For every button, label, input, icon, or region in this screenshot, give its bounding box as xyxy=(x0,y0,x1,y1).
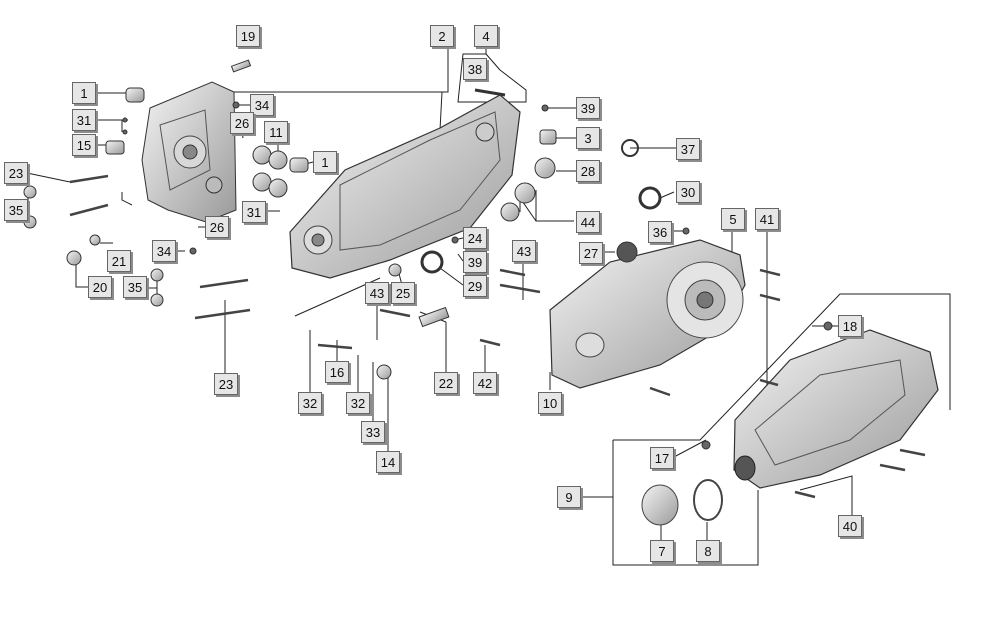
callout-30: 30 xyxy=(676,181,700,203)
callout-40: 40 xyxy=(838,515,862,537)
callout-26-bottom: 26 xyxy=(205,216,229,238)
small-parts xyxy=(23,59,662,380)
callout-8: 8 xyxy=(696,540,720,562)
callout-35-left: 35 xyxy=(4,199,28,221)
callout-37: 37 xyxy=(676,138,700,160)
callout-25: 25 xyxy=(391,282,415,304)
studs-and-bolts xyxy=(69,174,926,499)
callout-27: 27 xyxy=(579,242,603,264)
callout-17: 17 xyxy=(650,447,674,469)
callout-11: 11 xyxy=(264,121,288,143)
callout-26-top: 26 xyxy=(230,112,254,134)
callout-15: 15 xyxy=(72,134,96,156)
callout-39-bottom: 39 xyxy=(463,251,487,273)
callout-31-top: 31 xyxy=(72,109,96,131)
callout-38: 38 xyxy=(463,58,487,80)
callout-1-left: 1 xyxy=(72,82,96,104)
variator-cover xyxy=(549,239,746,389)
outer-cover xyxy=(733,329,939,489)
left-crankcase xyxy=(141,81,237,223)
callout-29: 29 xyxy=(463,275,487,297)
callout-31-bottom: 31 xyxy=(242,201,266,223)
main-crankcase-swingarm xyxy=(289,94,521,279)
callout-14: 14 xyxy=(376,451,400,473)
callout-9: 9 xyxy=(557,486,581,508)
callout-34-bottom: 34 xyxy=(152,240,176,262)
air-duct-and-clamp xyxy=(641,479,723,526)
bolt-heads xyxy=(122,101,833,450)
callout-20: 20 xyxy=(88,276,112,298)
callout-23-bottom: 23 xyxy=(214,373,238,395)
callout-34-top: 34 xyxy=(250,94,274,116)
callout-24: 24 xyxy=(463,227,487,249)
callout-43-right: 43 xyxy=(512,240,536,262)
callout-21: 21 xyxy=(107,250,131,272)
callout-32-left: 32 xyxy=(298,392,322,414)
callout-19: 19 xyxy=(236,25,260,47)
callout-22: 22 xyxy=(434,372,458,394)
callout-5: 5 xyxy=(721,208,745,230)
callout-10: 10 xyxy=(538,392,562,414)
callout-3: 3 xyxy=(576,127,600,149)
callout-33: 33 xyxy=(361,421,385,443)
callout-16: 16 xyxy=(325,361,349,383)
callout-7: 7 xyxy=(650,540,674,562)
callout-4: 4 xyxy=(474,25,498,47)
callout-18: 18 xyxy=(838,315,862,337)
callout-1-right: 1 xyxy=(313,151,337,173)
callout-23-top: 23 xyxy=(4,162,28,184)
callout-2: 2 xyxy=(430,25,454,47)
callout-44: 44 xyxy=(576,211,600,233)
callout-39-top: 39 xyxy=(576,97,600,119)
callout-32-right: 32 xyxy=(346,392,370,414)
callout-41: 41 xyxy=(755,208,779,230)
callout-42: 42 xyxy=(473,372,497,394)
callout-35-right: 35 xyxy=(123,276,147,298)
callout-28: 28 xyxy=(576,160,600,182)
callout-36: 36 xyxy=(648,221,672,243)
callout-43-left: 43 xyxy=(365,282,389,304)
